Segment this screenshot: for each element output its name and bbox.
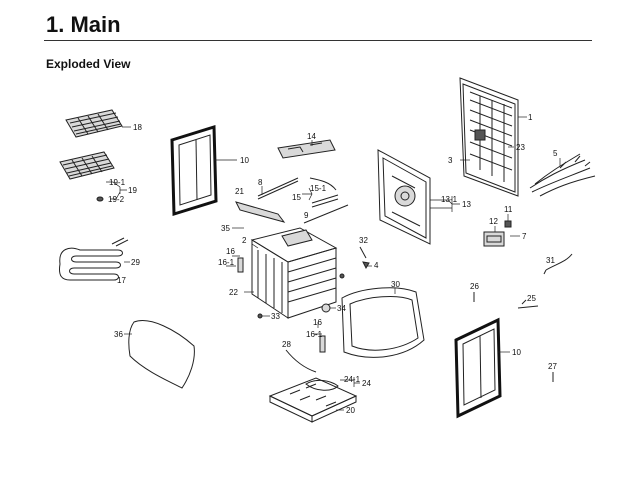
callout-30: 30 xyxy=(391,280,400,289)
part-support-bars xyxy=(235,177,349,224)
part-control-modules xyxy=(483,214,520,247)
callout-32: 32 xyxy=(359,236,368,245)
part-back-cover xyxy=(459,77,527,197)
callout-8: 8 xyxy=(258,178,263,187)
callout-16-1-left: 16-1 xyxy=(218,258,235,267)
callout-20: 20 xyxy=(346,406,355,415)
callout-31: 31 xyxy=(546,256,555,265)
callout-23: 23 xyxy=(516,143,525,152)
callout-18: 18 xyxy=(133,123,142,132)
callout-15: 15 xyxy=(292,193,301,202)
page-title: 1. Main xyxy=(46,12,121,37)
part-oven-rack-lower xyxy=(59,151,127,202)
callout-24-1: 24-1 xyxy=(344,375,361,384)
part-latch-lower xyxy=(314,322,326,353)
callout-7: 7 xyxy=(522,232,527,241)
callout-9: 9 xyxy=(304,211,309,220)
part-latch-left xyxy=(226,255,244,273)
callout-19-2: 19-2 xyxy=(108,195,125,204)
callout-10-left: 10 xyxy=(240,156,249,165)
callout-15-1: 15-1 xyxy=(310,184,327,193)
callout-34: 34 xyxy=(337,304,346,313)
callout-29: 29 xyxy=(131,258,140,267)
callout-10-right: 10 xyxy=(512,348,521,357)
callout-19-1: 19-1 xyxy=(109,178,126,187)
part-oven-rack-top xyxy=(65,109,131,138)
callout-16-1-lower: 16-1 xyxy=(306,330,323,339)
part-top-bracket xyxy=(277,139,336,159)
callout-13: 13 xyxy=(462,200,471,209)
part-oven-cavity xyxy=(232,227,338,319)
part-cavity-liner xyxy=(341,287,425,358)
part-fasteners xyxy=(339,246,372,279)
part-door-panel-left xyxy=(170,124,237,217)
part-bottom-heater-tray xyxy=(268,349,360,423)
part-small-parts xyxy=(257,303,336,319)
callout-17: 17 xyxy=(117,276,126,285)
callout-11: 11 xyxy=(504,205,513,214)
part-misc-hardware xyxy=(473,253,573,382)
callout-5: 5 xyxy=(553,149,558,158)
callout-26: 26 xyxy=(470,282,479,291)
part-wire-harness xyxy=(529,153,596,197)
callout-12: 12 xyxy=(489,217,498,226)
part-bake-element xyxy=(59,237,130,281)
callout-27: 27 xyxy=(548,362,557,371)
callout-14: 14 xyxy=(307,132,316,141)
part-rear-panel xyxy=(377,149,460,245)
callout-2: 2 xyxy=(242,236,247,245)
callout-36: 36 xyxy=(114,330,123,339)
callout-21: 21 xyxy=(235,187,244,196)
callout-13-1: 13-1 xyxy=(441,195,458,204)
callout-16-lower: 16 xyxy=(313,318,322,327)
callout-16-left: 16 xyxy=(226,247,235,256)
title-rule xyxy=(44,40,592,41)
callout-1: 1 xyxy=(528,113,533,122)
callout-33: 33 xyxy=(271,312,280,321)
callout-22: 22 xyxy=(229,288,238,297)
callout-4: 4 xyxy=(374,261,379,270)
callout-3: 3 xyxy=(448,156,453,165)
callout-28: 28 xyxy=(282,340,291,349)
section-subtitle: Exploded View xyxy=(46,57,131,71)
callout-24: 24 xyxy=(362,379,371,388)
callout-19: 19 xyxy=(128,186,137,195)
part-door-gasket xyxy=(124,320,195,389)
part-door-panel-right xyxy=(454,317,510,419)
callout-35: 35 xyxy=(221,224,230,233)
callout-25: 25 xyxy=(527,294,536,303)
